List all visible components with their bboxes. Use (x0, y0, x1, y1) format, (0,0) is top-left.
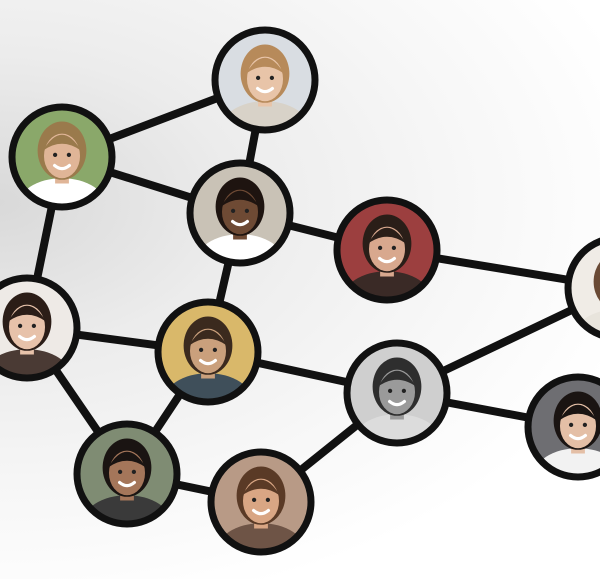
person-node-man-glasses-center[interactable] (154, 298, 262, 432)
node-ring (207, 448, 315, 556)
node-ring (343, 339, 451, 447)
node-ring (186, 159, 294, 267)
node-ring (564, 237, 600, 339)
person-node-man-blonde-outdoor[interactable] (8, 103, 116, 237)
node-ring (333, 196, 441, 304)
person-node-woman-asian-right[interactable] (524, 373, 600, 507)
person-node-right-edge-partial[interactable] (564, 235, 600, 368)
node-ring (8, 103, 116, 211)
person-node-woman-hat-bottom[interactable] (207, 448, 315, 579)
node-ring (0, 274, 81, 382)
person-node-man-bw-center[interactable] (343, 339, 451, 473)
person-node-man-bottom-left[interactable] (73, 420, 181, 554)
person-node-man-glasses-red[interactable] (333, 196, 441, 330)
person-photo-icon (215, 30, 315, 130)
person-node-woman-dark-hair-left[interactable] (0, 274, 81, 408)
node-ring (154, 298, 262, 406)
person-node-woman-braids[interactable] (186, 159, 294, 293)
node-ring (524, 373, 600, 481)
node-layer (0, 26, 600, 579)
node-ring (73, 420, 181, 528)
person-node-woman-blonde-top[interactable] (211, 26, 319, 160)
node-ring (211, 26, 319, 134)
